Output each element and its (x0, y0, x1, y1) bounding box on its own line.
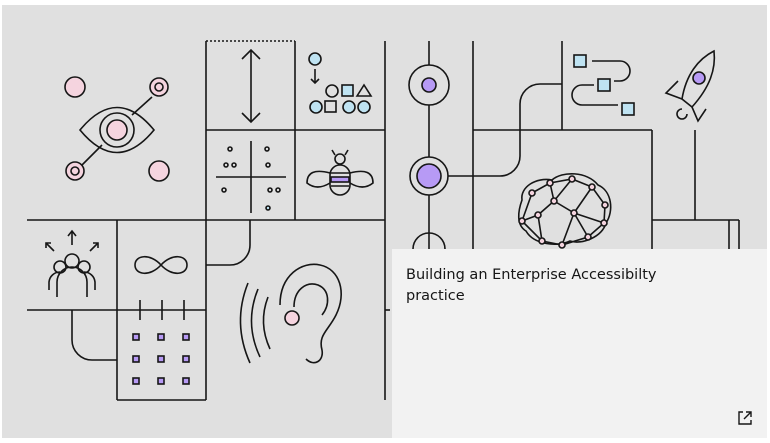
rocket-icon (664, 49, 716, 123)
bee-icon (306, 149, 374, 196)
eye-icon (64, 76, 170, 182)
card-text-tile[interactable]: Building an Enterprise Accessibilty prac… (392, 249, 767, 438)
infinity-icon (134, 255, 188, 275)
arrows-icon (241, 48, 261, 124)
flow-icon (408, 41, 562, 250)
grid-lines (27, 40, 740, 401)
article-card[interactable]: Building an Enterprise Accessibilty prac… (2, 5, 767, 438)
people-icon (45, 229, 99, 297)
card-title[interactable]: Building an Enterprise Accessibilty prac… (406, 267, 657, 304)
shapes-icon (308, 52, 373, 114)
ear-icon (239, 263, 342, 364)
brain-network-icon (517, 173, 612, 249)
grid-dots-icon (216, 141, 286, 213)
squares-path-icon (571, 54, 635, 116)
card-illustration (27, 40, 740, 401)
calendar-icon (132, 300, 190, 385)
launch-icon[interactable] (735, 408, 755, 428)
